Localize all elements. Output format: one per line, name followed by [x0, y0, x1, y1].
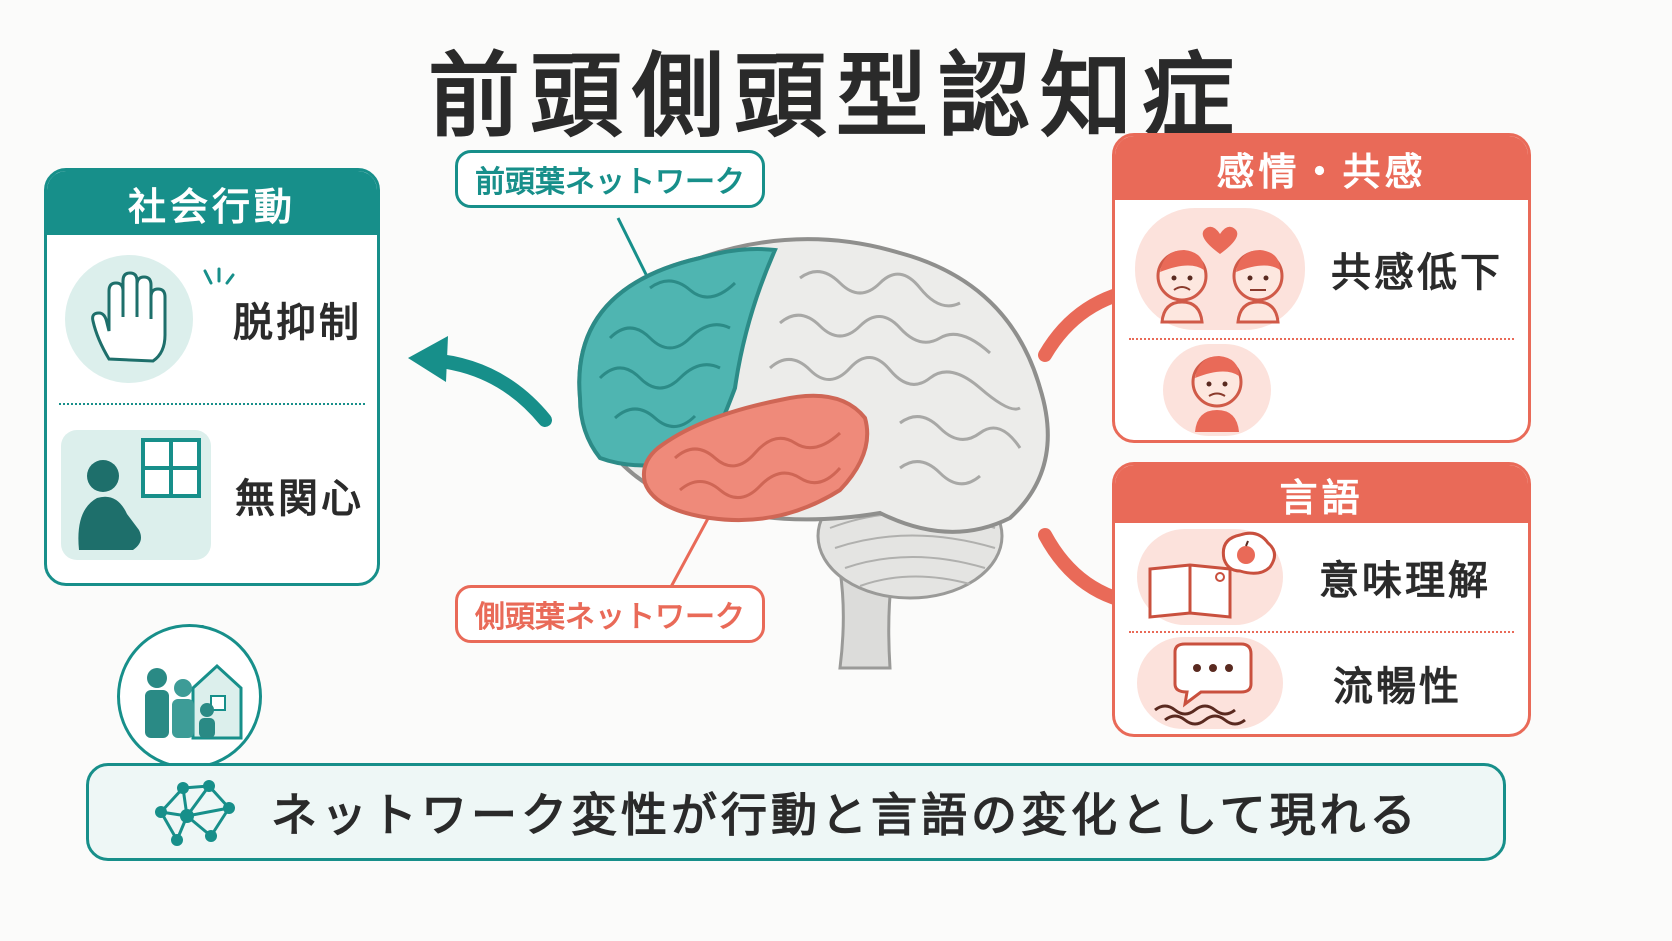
empathy-decline-row: 共感低下	[1115, 200, 1528, 338]
brain-illustration	[577, 237, 1050, 670]
temporal-lobe	[641, 393, 870, 522]
fluency-row: 流暢性	[1115, 633, 1528, 733]
disinhibition-row: 脱抑制	[47, 235, 377, 403]
language-divider	[1129, 631, 1514, 633]
network-icon	[155, 780, 235, 846]
sad-face-row	[1115, 340, 1528, 440]
speech-bubble-icon	[1137, 637, 1283, 729]
apathy-row: 無関心	[47, 405, 377, 583]
emotion-empathy-panel: 感情・共感 共感低下	[1112, 133, 1531, 443]
semantic-row: 意味理解	[1115, 523, 1528, 631]
cerebrum-gyri	[768, 270, 1022, 486]
social-behavior-panel: 社会行動 脱抑制 無関心	[44, 168, 380, 586]
semantic-label: 意味理解	[1319, 558, 1491, 604]
summary-text: ネットワーク変性が行動と言語の変化として現れる	[271, 788, 1420, 842]
empathy-decline-label: 共感低下	[1331, 250, 1503, 296]
social-divider	[59, 403, 365, 405]
sad-face-icon	[1163, 344, 1271, 436]
alert-lines-icon	[203, 267, 235, 285]
page-title: 前頭側頭型認知症	[427, 43, 1244, 150]
raised-hand-icon	[65, 255, 193, 383]
language-header: 言語	[1115, 465, 1528, 523]
empathy-faces-icon	[1135, 208, 1305, 330]
temporal-network-tag: 側頭葉ネットワーク	[455, 585, 765, 643]
disinhibition-label: 脱抑制	[233, 300, 362, 346]
arrow-to-social	[423, 353, 552, 427]
summary-banner: ネットワーク変性が行動と言語の変化として現れる	[86, 763, 1506, 861]
family-house-icon	[117, 624, 262, 769]
emotion-empathy-header: 感情・共感	[1115, 136, 1528, 200]
emotion-divider	[1129, 338, 1514, 340]
language-panel: 言語 意味理解 流暢性	[1112, 462, 1531, 737]
social-behavior-header: 社会行動	[47, 171, 377, 235]
book-thought-icon	[1137, 529, 1283, 625]
apathy-label: 無関心	[235, 476, 364, 522]
frontal-network-tag: 前頭葉ネットワーク	[455, 150, 765, 208]
arrow-head-social	[408, 336, 448, 382]
frontal-gyri	[598, 279, 737, 428]
fluency-label: 流暢性	[1333, 664, 1462, 710]
withdrawn-person-icon	[61, 430, 211, 560]
temporal-gyri	[673, 431, 842, 499]
